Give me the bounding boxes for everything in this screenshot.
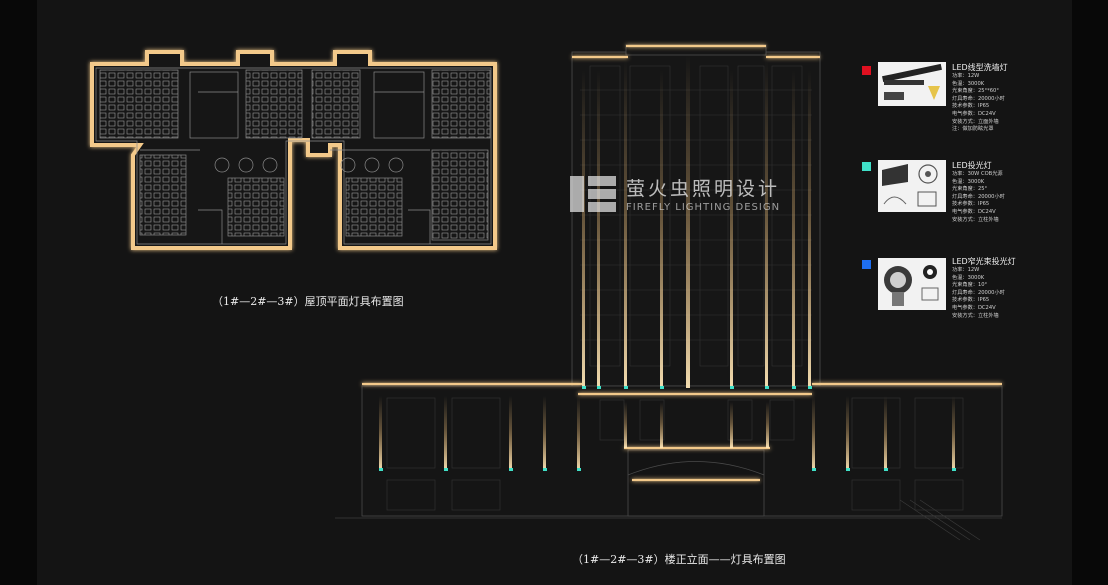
elevation-caption: （1#—2#—3#）楼正立面——灯具布置图 (572, 553, 786, 566)
legend-swatch-blue (862, 260, 871, 269)
spec-line: 技术参数：IP65 (952, 297, 990, 304)
spec-line: 安装方式：立柱外墙 (952, 216, 999, 223)
roof-plan-caption: （1#—2#—3#）屋顶平面灯具布置图 (212, 295, 404, 308)
spec-line: 光束角度：10° (952, 282, 988, 289)
spec-line: 技术参数：IP65 (952, 201, 990, 208)
spec-line: 光束角度：25° (952, 186, 988, 193)
spec-line: 电气参数：DC24V (952, 208, 996, 215)
spec-line: 注：做加防眩光罩 (952, 126, 994, 133)
flood-light-icon (878, 160, 946, 212)
spec-line: 功率：12W (952, 73, 980, 79)
spec-line: 灯具寿命：20000小时 (952, 193, 1005, 200)
legend-specs: 功率：12W 色温：3000K 光束角度：10° 灯具寿命：20000小时 技术… (952, 267, 1005, 320)
narrow-beam-spotlight-icon (878, 258, 946, 310)
legend-specs: 功率：30W COB光源 色温：3000K 光束角度：25° 灯具寿命：2000… (952, 171, 1005, 224)
firefly-logo-icon (570, 176, 616, 212)
legend-swatch-red (862, 66, 871, 75)
spec-line: 灯具寿命：20000小时 (952, 289, 1005, 296)
spec-line: 安装方式：立柱外墙 (952, 312, 999, 319)
spec-line: 灯具寿命：20000小时 (952, 95, 1005, 102)
spec-line: 功率：30W COB光源 (952, 171, 1003, 177)
legend-title: LED投光灯 (952, 161, 992, 170)
legend-swatch-cyan (862, 162, 871, 171)
right-margin (1072, 0, 1108, 585)
spec-line: 功率：12W (952, 267, 980, 273)
legend-specs: 功率：12W 色温：3000K 光束角度：25°*60° 灯具寿命：20000小… (952, 73, 1005, 134)
watermark-en: FIREFLY LIGHTING DESIGN (626, 202, 781, 213)
spec-line: 电气参数：DC24V (952, 110, 996, 117)
watermark-cn: 萤火虫照明设计 (626, 178, 781, 200)
spec-line: 技术参数：IP65 (952, 103, 990, 110)
spec-line: 色温：3000K (952, 80, 985, 87)
legend-title: LED线型洗墙灯 (952, 63, 1008, 72)
linear-wall-washer-icon (878, 62, 946, 106)
spec-line: 电气参数：DC24V (952, 304, 996, 311)
watermark: 萤火虫照明设计 FIREFLY LIGHTING DESIGN (570, 170, 820, 220)
spec-line: 色温：3000K (952, 274, 985, 281)
spec-line: 安装方式：立面外墙 (952, 118, 999, 125)
elevation-drawing (335, 44, 1003, 541)
spec-line: 色温：3000K (952, 178, 985, 185)
spec-line: 光束角度：25°*60° (952, 88, 999, 95)
legend-title: LED窄光束投光灯 (952, 257, 1016, 266)
left-margin (0, 0, 37, 585)
